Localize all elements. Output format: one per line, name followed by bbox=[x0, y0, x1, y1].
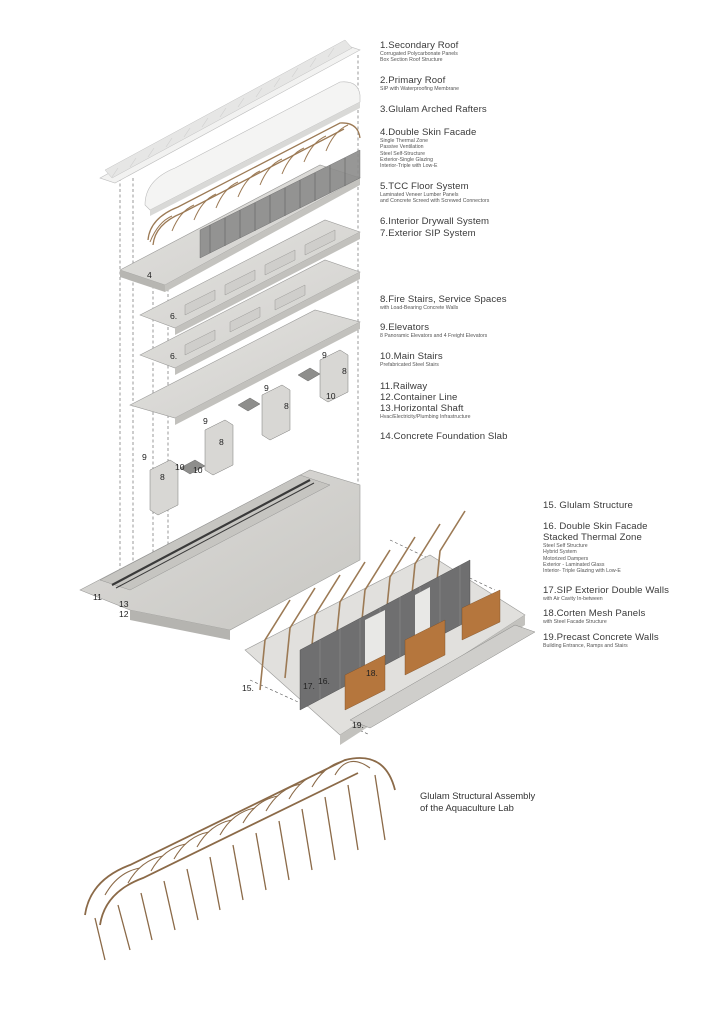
legend-sub: and Concrete Screed with Screwed Connect… bbox=[380, 198, 490, 205]
legend-title: 4.Double Skin Facade bbox=[380, 127, 477, 138]
legend-title: 13.Horizontal Shaft bbox=[380, 403, 464, 414]
tag-10b: 10 bbox=[193, 465, 203, 475]
legend-sub: Hybrid System bbox=[543, 549, 577, 556]
legend-sub: SIP with Waterproofing Membrane bbox=[380, 86, 459, 92]
legend-item-9: 9.Elevators 8 Panoramic Elevators and 4 … bbox=[380, 322, 487, 339]
caption-line-2: of the Aquaculture Lab bbox=[420, 801, 514, 813]
service-cores bbox=[149, 349, 349, 516]
legend-title: 1.Secondary Roof bbox=[380, 40, 459, 51]
legend-sub: Steel Self-Structure bbox=[380, 150, 425, 157]
legend-sub: 8 Panoramic Elevators and 4 Freight Elev… bbox=[380, 333, 488, 339]
legend-title-2: Stacked Thermal Zone bbox=[543, 532, 642, 543]
legend-sub: Building Entrance, Ramps and Stairs bbox=[543, 643, 628, 649]
legend-item-19: 19.Precast Concrete Walls Building Entra… bbox=[543, 632, 659, 649]
glulam-structural-assembly bbox=[84, 757, 396, 961]
tag-12: 12 bbox=[119, 609, 129, 619]
legend-title: 10.Main Stairs bbox=[380, 351, 443, 362]
caption-line-1: Glulam Structural Assembly bbox=[420, 790, 536, 801]
legend-item-2: 2.Primary Roof SIP with Waterproofing Me… bbox=[380, 75, 459, 92]
legend-title: 5.TCC Floor System bbox=[380, 181, 469, 192]
legend-item-13: 13.Horizontal Shaft Hvac/Electricity/Plu… bbox=[380, 403, 471, 420]
tcc-floor-facade bbox=[119, 149, 361, 292]
legend-sub: Laminated Veneer Lumber Panels bbox=[380, 192, 459, 198]
tag-9a: 9 bbox=[322, 350, 327, 360]
legend-item-17: 17.SIP Exterior Double Walls with Air Ca… bbox=[543, 585, 669, 602]
tag-8a: 8 bbox=[342, 366, 347, 376]
legend-title: 18.Corten Mesh Panels bbox=[543, 608, 646, 619]
legend-title: 14.Concrete Foundation Slab bbox=[380, 431, 508, 442]
legend-item-12: 12.Container Line bbox=[380, 392, 457, 403]
tag-19: 19. bbox=[352, 720, 364, 730]
legend-item-8: 8.Fire Stairs, Service Spaces with Load-… bbox=[380, 294, 507, 311]
legend-title: 9.Elevators bbox=[380, 322, 430, 333]
legend-item-3: 3.Glulam Arched Rafters bbox=[380, 104, 487, 115]
legend-title: 11.Railway bbox=[380, 381, 428, 392]
legend-item-5: 5.TCC Floor System Laminated Veneer Lumb… bbox=[380, 181, 489, 205]
legend-sub: Interior-Triple with Low-E bbox=[380, 163, 438, 170]
floor-plate-1 bbox=[139, 219, 361, 335]
legend-sub: Steel Self Structure bbox=[543, 543, 588, 549]
legend-title: 17.SIP Exterior Double Walls bbox=[543, 585, 669, 596]
legend-title: 3.Glulam Arched Rafters bbox=[380, 104, 487, 115]
legend-item-4: 4.Double Skin Facade Single Thermal Zone… bbox=[380, 127, 476, 169]
glulam-arched-rafters bbox=[147, 122, 361, 246]
legend-sub: Single Thermal Zone bbox=[380, 138, 429, 144]
foundation-slab bbox=[79, 469, 361, 640]
tag-10c: 10 bbox=[175, 462, 185, 472]
legend-item-7: 7.Exterior SIP System bbox=[380, 228, 476, 239]
legend-sub: with Air Cavity In-between bbox=[543, 596, 603, 602]
primary-roof bbox=[144, 81, 361, 216]
floor-plate-2 bbox=[139, 259, 361, 375]
legend-sub: Hvac/Electricity/Plumbing Infrastructure bbox=[380, 414, 471, 420]
stair-pieces bbox=[179, 367, 321, 475]
legend-item-10: 10.Main Stairs Prefabricated Steel Stair… bbox=[380, 351, 443, 368]
legend-title: 16. Double Skin Facade bbox=[543, 521, 648, 532]
legend-title: 15. Glulam Structure bbox=[543, 500, 633, 511]
legend-sub: Exterior - Laminated Glass bbox=[543, 561, 605, 568]
legend-item-1: 1.Secondary Roof Corrugated Polycarbonat… bbox=[380, 40, 458, 64]
legend-sub: with Load-Bearing Concrete Walls bbox=[380, 305, 459, 311]
tag-9b: 9 bbox=[264, 383, 269, 393]
tag-9d: 9 bbox=[142, 452, 147, 462]
tag-9c: 9 bbox=[203, 416, 208, 426]
legend-sub: Passive Ventilation bbox=[380, 144, 424, 151]
tag-15: 15. bbox=[242, 683, 254, 693]
legend-title: 12.Container Line bbox=[380, 392, 458, 403]
legend-title: 7.Exterior SIP System bbox=[380, 228, 476, 239]
legend-title: 6.Interior Drywall System bbox=[380, 216, 490, 227]
secondary-roof bbox=[99, 39, 361, 184]
tag-13: 13 bbox=[119, 599, 129, 609]
legend-title: 8.Fire Stairs, Service Spaces bbox=[380, 294, 507, 305]
tag-16: 16. bbox=[318, 676, 330, 686]
legend-item-16: 16. Double Skin Facade Stacked Thermal Z… bbox=[543, 521, 648, 574]
legend-sub: Motorized Dampers bbox=[543, 555, 589, 562]
tag-8c: 8 bbox=[219, 437, 224, 447]
legend-sub: with Steel Facade Structure bbox=[543, 619, 607, 625]
tag-8d: 8 bbox=[160, 472, 165, 482]
tag-10a: 10 bbox=[326, 391, 336, 401]
legend-item-18: 18.Corten Mesh Panels with Steel Facade … bbox=[543, 608, 645, 625]
tag-8b: 8 bbox=[284, 401, 289, 411]
tag-6b: 6. bbox=[170, 351, 178, 361]
corten-mesh-panels bbox=[344, 589, 501, 711]
legend-sub: Prefabricated Steel Stairs bbox=[380, 362, 439, 368]
legend-item-6: 6.Interior Drywall System bbox=[380, 216, 489, 227]
legend-sub: Corrugated Polycarbonate Panels bbox=[380, 51, 458, 57]
tag-6a: 6. bbox=[170, 311, 178, 321]
floor-plate-3 bbox=[129, 309, 361, 425]
tag-11: 11 bbox=[93, 592, 102, 602]
tag-18: 18. bbox=[366, 668, 378, 678]
legend-item-15: 15. Glulam Structure bbox=[543, 500, 633, 511]
legend-sub: Box Section Roof Structure bbox=[380, 57, 443, 64]
assembly-caption: Glulam Structural Assembly of the Aquacu… bbox=[420, 790, 535, 813]
legend-title: 19.Precast Concrete Walls bbox=[543, 632, 659, 643]
legend-item-14: 14.Concrete Foundation Slab bbox=[380, 431, 508, 442]
legend-sub: Exterior-Single Glazing bbox=[380, 156, 434, 163]
legend-title: 2.Primary Roof bbox=[380, 75, 446, 86]
tag-4: 4 bbox=[147, 270, 152, 280]
legend-item-11: 11.Railway bbox=[380, 381, 427, 392]
legend-sub: Interior- Triple Glazing with Low-E bbox=[543, 568, 621, 575]
tag-17: 17. bbox=[303, 681, 315, 691]
